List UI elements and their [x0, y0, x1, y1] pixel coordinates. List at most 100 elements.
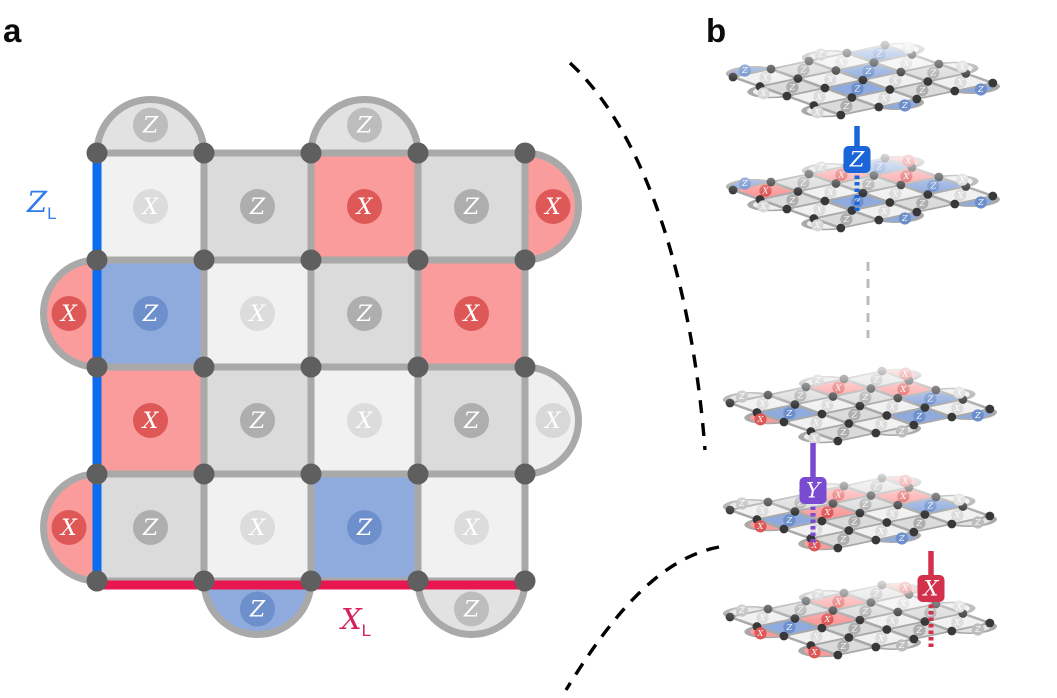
stabilizer-disc [811, 374, 825, 387]
data-qubit-vertex [985, 404, 995, 414]
stabilizer-disc [133, 189, 168, 224]
stabilizer-disc [951, 616, 964, 629]
stabilizer-letter: X [814, 108, 821, 117]
stabilizer-letter: X [905, 156, 912, 165]
data-qubit-vertex [804, 56, 814, 66]
stabilizer-letter: X [902, 369, 909, 378]
data-qubit-vertex [782, 204, 792, 214]
stabilizer-letter: X [759, 399, 766, 408]
stabilizer-disc [832, 595, 845, 608]
data-qubit-vertex [896, 67, 906, 77]
data-qubit-vertex [790, 400, 800, 409]
stabilizer-letter: Z [974, 411, 981, 420]
stabilizer-letter: X [762, 73, 769, 82]
stabilizer-letter: X [892, 76, 899, 85]
stabilizer-letter: Z [814, 590, 821, 599]
stabilizer-disc [814, 161, 828, 174]
stabilizer-disc [454, 591, 489, 627]
stabilizer-letter: X [141, 195, 160, 220]
stabilizer-letter: X [141, 409, 160, 434]
stabilizer-letter: Z [356, 302, 373, 327]
stabilizer-letter: Z [463, 195, 480, 220]
stabilizer-disc [924, 499, 937, 512]
stabilizer-letter: Z [356, 113, 373, 138]
stabilizer-disc [953, 386, 966, 399]
stabilizer-disc [862, 178, 875, 191]
data-qubit-vertex [831, 179, 841, 188]
stabilizer-letter: Z [840, 428, 847, 437]
stabilizer-letter: X [757, 522, 764, 531]
data-qubit-vertex [885, 198, 895, 207]
stabilizer-letter: Z [786, 623, 793, 632]
data-qubit-vertex [193, 356, 215, 378]
stabilizer-disc [974, 83, 987, 96]
stabilizer-letter: Z [817, 50, 824, 59]
stabilizer-letter: Z [898, 427, 905, 436]
data-qubit-vertex [855, 615, 865, 625]
stabilizer-letter: X [889, 509, 896, 518]
data-qubit-vertex [820, 83, 830, 93]
stabilizer-letter: X [355, 195, 374, 220]
stabilizer-disc [347, 189, 382, 224]
stabilizer-letter: X [355, 409, 374, 434]
stabilizer-disc [899, 581, 912, 594]
data-qubit-vertex [407, 142, 429, 164]
data-qubit-vertex [988, 78, 998, 88]
stabilizer-disc [240, 403, 275, 438]
stabilizer-letter: Z [463, 409, 480, 434]
data-qubit-vertex [514, 142, 536, 164]
stabilizer-disc [347, 107, 382, 143]
error-Y-letter: Y [806, 479, 822, 503]
data-qubit-vertex [300, 463, 322, 485]
stabilizer-disc [848, 515, 861, 528]
data-qubit-vertex [725, 398, 735, 408]
stabilizer-letter: X [958, 62, 965, 71]
stabilizer-disc [900, 57, 913, 70]
stabilizer-disc [916, 197, 929, 210]
stabilizer-disc [851, 82, 864, 95]
stabilizer-disc [899, 367, 912, 380]
logical-z-subscript: L [47, 203, 57, 223]
stabilizer-disc [898, 212, 911, 225]
data-qubit-vertex [820, 196, 830, 206]
data-qubit-vertex [514, 570, 536, 592]
stabilizer-disc [900, 170, 913, 183]
stabilizer-disc [886, 614, 899, 627]
stabilizer-disc [754, 413, 767, 426]
data-qubit-vertex [817, 409, 827, 419]
stabilizer-letter: X [827, 188, 834, 197]
stabilizer-disc [811, 588, 825, 601]
data-qubit-vertex [86, 356, 108, 378]
stabilizer-disc [927, 179, 940, 192]
stabilizer-disc [824, 186, 837, 199]
stabilizer-disc [754, 520, 767, 533]
data-qubit-vertex [790, 614, 800, 623]
data-qubit-vertex [871, 428, 881, 438]
stabilizer-letter: X [248, 516, 267, 541]
stabilizer-disc [840, 100, 853, 113]
stabilizer-disc [878, 92, 891, 105]
stabilizer-letter: Z [854, 84, 861, 93]
stabilizer-letter: X [813, 418, 820, 427]
stabilizer-disc [835, 55, 848, 68]
stabilizer-disc [51, 510, 87, 545]
stabilizer-disc [859, 498, 872, 511]
stabilizer-disc [786, 194, 799, 207]
stabilizer-letter: Z [249, 597, 266, 622]
stabilizer-disc [953, 600, 966, 613]
stabilizer-disc [899, 474, 912, 487]
stabilizer-letter: X [760, 89, 767, 98]
data-qubit-vertex [817, 623, 827, 633]
stabilizer-disc [756, 397, 769, 410]
stabilizer-letter: X [835, 597, 842, 606]
data-qubit-vertex [193, 249, 215, 271]
stabilizer-letter: X [955, 388, 962, 397]
stabilizer-letter: X [877, 634, 884, 643]
data-qubit-vertex [779, 524, 789, 534]
data-qubit-vertex [882, 411, 892, 420]
stabilizer-disc [759, 184, 772, 197]
data-qubit-vertex [920, 403, 930, 412]
data-qubit-vertex [790, 507, 800, 516]
